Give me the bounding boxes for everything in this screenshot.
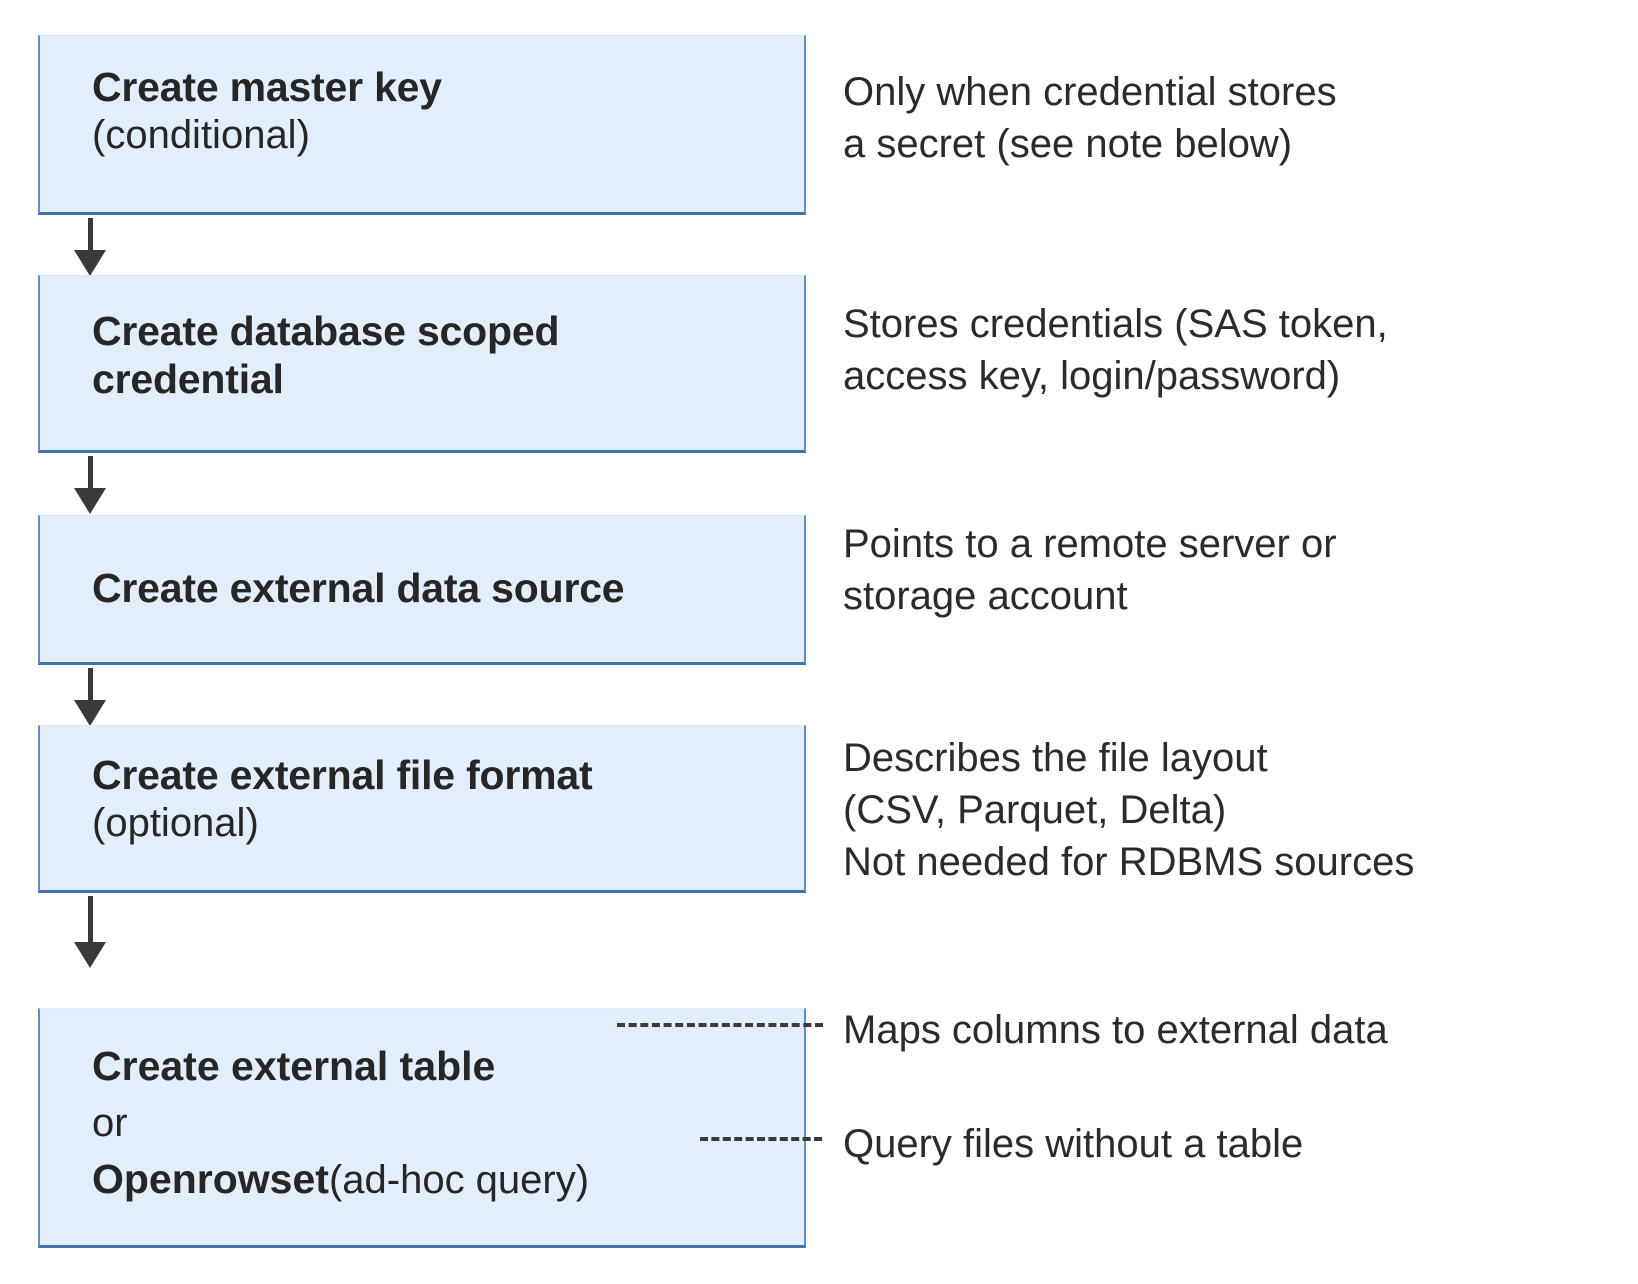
- flow-box-subtitle: (conditional): [92, 112, 310, 157]
- or-row: or: [92, 1098, 790, 1148]
- openrowset-row: Openrowset (ad-hoc query): [92, 1154, 790, 1205]
- flow-box-title: Create external table: [92, 1042, 496, 1089]
- flow-box-data-source[interactable]: Create external data source: [38, 515, 806, 665]
- annotation-external-table: Maps columns to external data: [843, 1008, 1388, 1052]
- annotation-file-format: Describes the file layout (CSV, Parquet,…: [843, 736, 1415, 884]
- flow-box-title: Create master key: [92, 64, 442, 110]
- flow-box-title: Create external file format: [92, 752, 593, 798]
- annotation-scoped-credential: Stores credentials (SAS token, access ke…: [843, 302, 1388, 398]
- annotation-openrowset: Query files without a table: [843, 1122, 1304, 1166]
- flow-box-title: Create external data source: [92, 565, 625, 612]
- flow-box-scoped-credential[interactable]: Create database scoped credential: [38, 275, 806, 453]
- flow-box-master-key[interactable]: Create master key (conditional): [38, 35, 806, 215]
- flow-box-file-format[interactable]: Create external file format (optional): [38, 725, 806, 893]
- external-table-row: Create external table: [92, 1041, 790, 1092]
- flow-box-subtitle: (optional): [92, 800, 259, 845]
- dashed-leader-openrowset: [700, 1137, 822, 1141]
- flow-box-title: Create database scoped credential: [92, 308, 560, 402]
- annotation-data-source: Points to a remote server or storage acc…: [843, 522, 1337, 618]
- or-label: or: [92, 1101, 128, 1145]
- arrow-down-icon: [74, 896, 106, 968]
- dashed-leader-external-table: [617, 1023, 823, 1027]
- arrow-down-icon: [74, 456, 106, 514]
- openrowset-suffix: (ad-hoc query): [328, 1158, 590, 1202]
- flow-box-external-table[interactable]: Create external table or Openrowset (ad-…: [38, 1008, 806, 1248]
- arrow-down-icon: [74, 218, 106, 276]
- annotation-master-key: Only when credential stores a secret (se…: [843, 70, 1337, 166]
- openrowset-title: Openrowset: [92, 1156, 329, 1202]
- arrow-down-icon: [74, 668, 106, 726]
